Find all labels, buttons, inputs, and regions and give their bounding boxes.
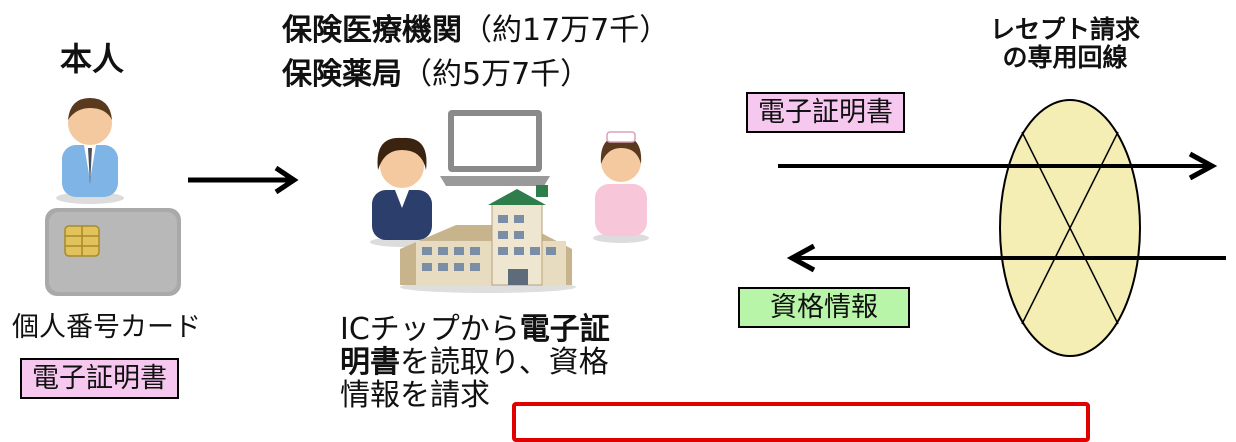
hospital-title: 保険医療機関 [282, 13, 462, 48]
dedicated-line-ellipse [999, 99, 1141, 357]
institution-line2: 保険薬局（約5万7千） [282, 58, 590, 91]
qualification-arrow-left [786, 243, 1226, 273]
network-cert-tag: 電子証明書 [746, 92, 905, 133]
ic-card-icon [45, 208, 181, 296]
flow-arrow-right [188, 165, 299, 195]
card-caption: 個人番号カード [12, 312, 201, 343]
desc-bold: 電子証 [519, 312, 610, 347]
hospital-icon [400, 185, 576, 293]
staff-female-icon [370, 137, 434, 247]
institution-description: ICチップから電子証 明書を読取り、資格 情報を請求 [340, 313, 610, 412]
hospital-count: （約17万7千） [462, 13, 670, 48]
network-qual-tag: 資格情報 [738, 287, 910, 328]
network-title: レセプト請求 の専用回線 [950, 16, 1180, 72]
person-label: 本人 [60, 40, 125, 78]
nurse-icon [593, 131, 649, 243]
cert-arrow-right [778, 151, 1218, 181]
highlight-box [512, 402, 1090, 442]
institution-line1: 保険医療機関（約17万7千） [282, 14, 669, 47]
network-title-line2: の専用回線 [1002, 43, 1128, 72]
desc-part: 情報を請求 [340, 378, 490, 413]
pharmacy-title: 保険薬局 [282, 57, 402, 92]
laptop-icon [440, 110, 550, 186]
person-cert-tag: 電子証明書 [20, 358, 179, 399]
desc-bold: 明書 [340, 345, 400, 380]
network-title-line1: レセプト請求 [989, 15, 1140, 44]
desc-part: を読取り、資格 [400, 345, 609, 380]
desc-part: ICチップから [340, 312, 520, 347]
pharmacy-count: （約5万7千） [402, 57, 591, 92]
person-icon [56, 98, 124, 204]
